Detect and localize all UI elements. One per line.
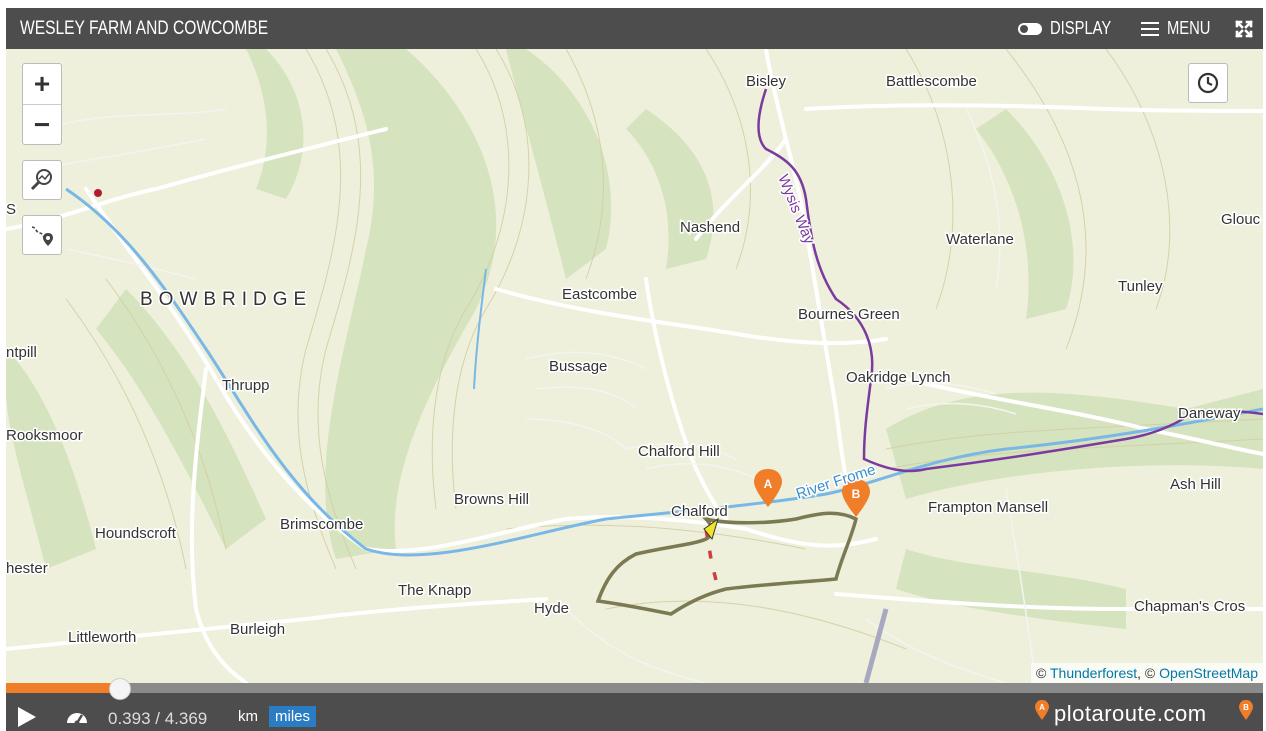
unit-km-button[interactable]: km bbox=[238, 708, 258, 725]
place-label: The Knapp bbox=[398, 582, 471, 599]
route-pin-icon bbox=[31, 226, 53, 246]
place-label: Frampton Mansell bbox=[928, 499, 1048, 516]
thunderforest-link[interactable]: Thunderforest bbox=[1049, 665, 1138, 681]
display-toggle[interactable]: DISPLAY bbox=[1018, 18, 1125, 39]
place-label: hester bbox=[6, 560, 48, 577]
route-title: WESLEY FARM AND COWCOMBE bbox=[20, 18, 269, 39]
marker-start-icon[interactable]: A bbox=[754, 469, 782, 507]
place-label: Bournes Green bbox=[798, 306, 900, 323]
map-canvas[interactable]: A B Bisley Battlescombe Nashend Waterlan… bbox=[6, 49, 1263, 683]
railway bbox=[863, 608, 889, 683]
brand-name: plotaroute.com bbox=[1054, 701, 1207, 726]
place-label: Battlescombe bbox=[886, 73, 977, 90]
place-label: Ash Hill bbox=[1170, 476, 1221, 493]
direction-arrow-icon bbox=[703, 517, 719, 541]
marker-end-icon[interactable]: B bbox=[842, 479, 870, 517]
river-frome bbox=[65, 187, 1263, 557]
place-label: Bussage bbox=[549, 358, 607, 375]
history-button[interactable] bbox=[1188, 63, 1228, 103]
toggle-icon bbox=[1018, 22, 1042, 35]
route-viewer: WESLEY FARM AND COWCOMBE DISPLAY MENU bbox=[6, 8, 1263, 731]
marker-start-label: A bbox=[764, 477, 773, 491]
wysis-way-path bbox=[757, 88, 1263, 473]
map-attribution: © Thunderforest, © OpenStreetMap bbox=[1031, 663, 1263, 683]
place-label: Houndscroft bbox=[95, 525, 177, 542]
place-label: S bbox=[6, 201, 16, 218]
attribution-prefix: © bbox=[1036, 665, 1047, 681]
fullscreen-button[interactable] bbox=[1234, 19, 1254, 39]
place-label: Oakridge Lynch bbox=[846, 369, 951, 386]
zoom-out-button[interactable]: − bbox=[33, 109, 51, 140]
zoom-in-button[interactable]: + bbox=[23, 64, 61, 105]
place-label: Thrupp bbox=[222, 377, 270, 394]
stream bbox=[473, 268, 487, 390]
clock-icon bbox=[1197, 72, 1219, 94]
roads bbox=[6, 49, 1263, 683]
place-label: Waterlane bbox=[946, 231, 1014, 248]
marker-end-label: B bbox=[852, 487, 861, 501]
place-label: Chapman's Cros bbox=[1134, 598, 1245, 615]
zoom-control: + − bbox=[22, 63, 62, 145]
unit-miles-button[interactable]: miles bbox=[269, 706, 317, 727]
route-highlight bbox=[704, 528, 720, 590]
place-label: BOWBRIDGE bbox=[140, 289, 312, 310]
attribution-separator: , © bbox=[1137, 665, 1156, 681]
progress-track[interactable] bbox=[6, 678, 1263, 700]
place-label: Browns Hill bbox=[454, 491, 529, 508]
poi-dot bbox=[94, 189, 102, 197]
brand-pin-b-icon: B bbox=[1239, 700, 1253, 720]
distance-readout: 0.393 / 4.369 bbox=[108, 709, 208, 728]
map-tiles[interactable]: A B Bisley Battlescombe Nashend Waterlan… bbox=[6, 49, 1263, 683]
place-label: Eastcombe bbox=[562, 286, 637, 303]
route-line[interactable] bbox=[595, 511, 859, 616]
brand-pin-a-icon: A bbox=[1035, 700, 1049, 720]
menu-button[interactable]: MENU bbox=[1141, 18, 1220, 39]
route-search-button[interactable] bbox=[22, 160, 62, 200]
place-label: Littleworth bbox=[68, 629, 136, 646]
place-label: Rooksmoor bbox=[6, 427, 83, 444]
place-label: Chalford bbox=[671, 503, 728, 520]
route-search-icon bbox=[30, 169, 52, 191]
place-label: Chalford Hill bbox=[638, 443, 720, 460]
progress-fill bbox=[6, 683, 120, 693]
route-pin-button[interactable] bbox=[22, 215, 62, 255]
header-bar: WESLEY FARM AND COWCOMBE DISPLAY MENU bbox=[6, 8, 1263, 49]
speedometer-icon[interactable] bbox=[65, 707, 89, 727]
place-label: Burleigh bbox=[230, 621, 285, 638]
svg-text:B: B bbox=[1243, 703, 1249, 712]
minor-roads bbox=[35, 108, 1037, 683]
fullscreen-icon bbox=[1235, 20, 1253, 38]
place-label: Nashend bbox=[680, 219, 740, 236]
place-label: ntpill bbox=[6, 344, 37, 361]
brand-logo[interactable]: A plotaroute.com B bbox=[1026, 699, 1256, 729]
place-label: Bisley bbox=[746, 73, 787, 90]
place-label: Brimscombe bbox=[280, 516, 363, 533]
place-labels: Bisley Battlescombe Nashend Waterlane Gl… bbox=[6, 72, 1262, 648]
place-label: Hyde bbox=[534, 600, 569, 617]
progress-handle[interactable] bbox=[109, 678, 132, 700]
display-label: DISPLAY bbox=[1050, 18, 1112, 38]
place-label: Glouc bbox=[1221, 211, 1261, 228]
hamburger-icon bbox=[1141, 21, 1159, 36]
openstreetmap-link[interactable]: OpenStreetMap bbox=[1159, 665, 1258, 681]
woodland-areas bbox=[6, 49, 1263, 629]
menu-label: MENU bbox=[1167, 18, 1211, 38]
svg-text:A: A bbox=[1039, 703, 1045, 712]
play-icon[interactable] bbox=[18, 707, 36, 727]
place-label: Tunley bbox=[1118, 278, 1163, 295]
place-label: Daneway bbox=[1178, 405, 1241, 422]
player-bar: 0.393 / 4.369 km miles A plotaroute.com … bbox=[6, 678, 1263, 731]
